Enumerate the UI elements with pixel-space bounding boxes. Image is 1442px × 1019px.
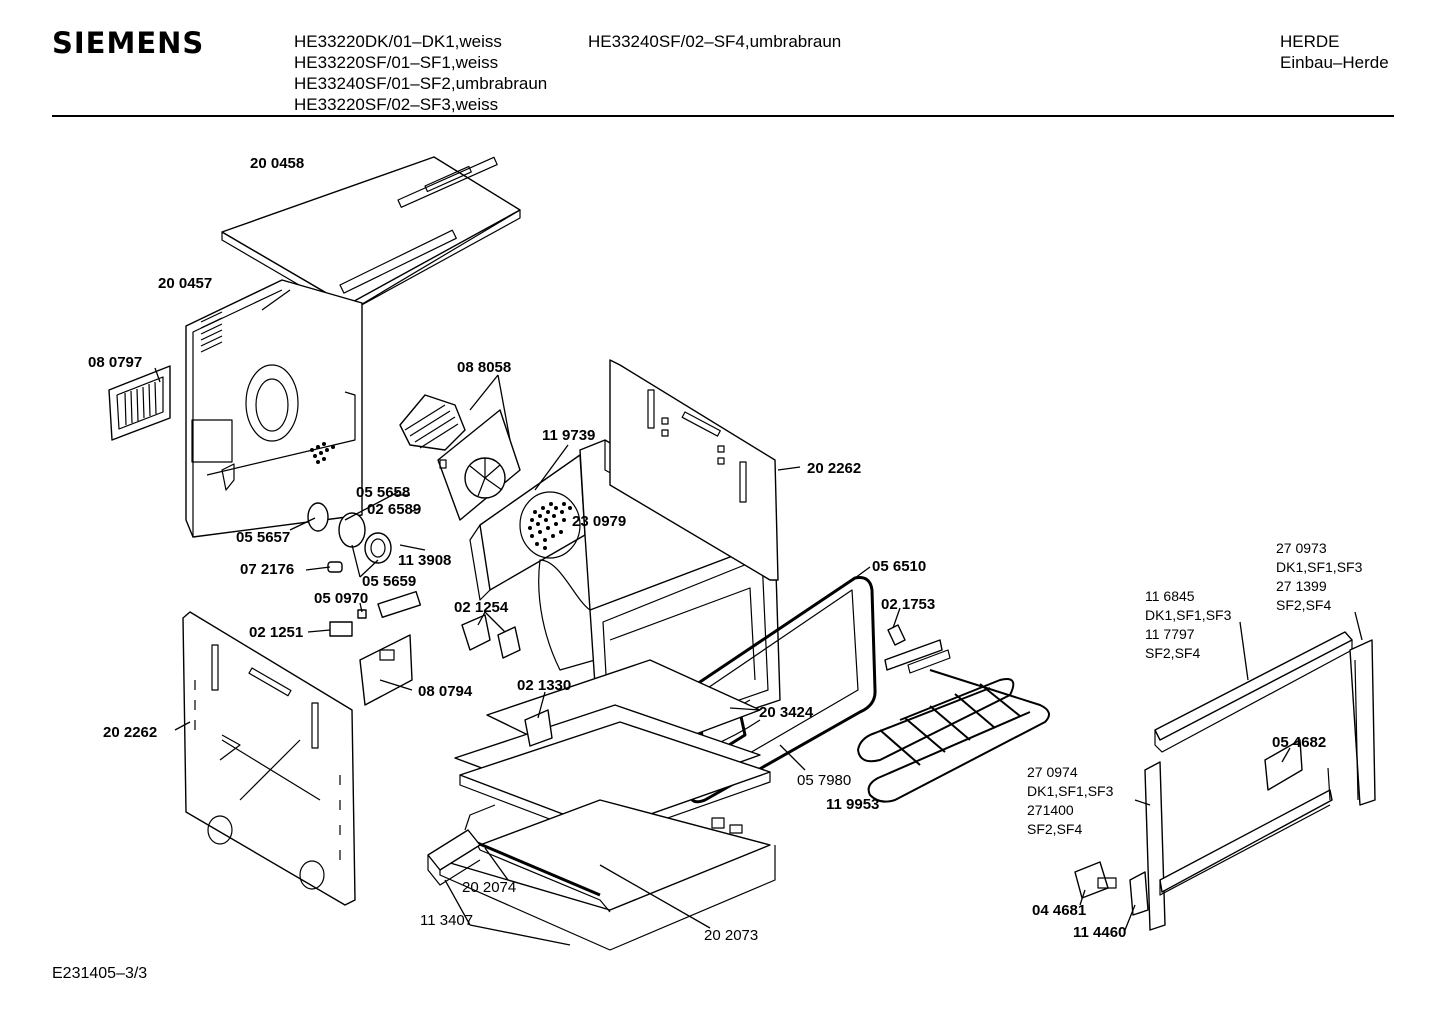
part-label: 02 1330 [517,677,571,694]
model-line: HE33240SF/02–SF4,umbrabraun [588,32,842,51]
part-label: 20 0457 [158,275,212,292]
note-line: DK1,SF1,SF3 [1027,783,1114,799]
model-line: HE33240SF/01–SF2,umbrabraun [294,74,548,93]
note-line: 27 0973 [1276,540,1327,556]
model-line: HE33220SF/01–SF1,weiss [294,53,499,72]
part-label: 11 3908 [398,552,451,569]
variant-note-1: 27 0973 DK1,SF1,SF3 27 1399 SF2,SF4 [1276,540,1363,613]
note-line: 271400 [1027,802,1074,818]
model-line: HE33220DK/01–DK1,weiss [294,32,502,51]
category-heading: HERDE Einbau–Herde [1280,31,1389,73]
part-label: 05 5659 [362,573,416,590]
document-code: E231405–3/3 [52,965,148,982]
category-line: Einbau–Herde [1280,53,1389,72]
leader-lines [154,289,1363,946]
part-label: 05 5658 [356,484,410,501]
part-label: 07 2176 [240,561,294,578]
part-label: 11 9953 [826,796,879,813]
part-label: 20 2262 [807,460,861,477]
tray-plates [454,659,771,841]
part-label: 05 5657 [236,529,290,546]
hinge-bracket [427,804,496,886]
variant-note-3: 27 0974 DK1,SF1,SF3 271400 SF2,SF4 [1027,764,1114,837]
part-label: 02 1753 [881,596,935,613]
part-label: 11 4460 [1073,924,1126,941]
door-frame-lower [1129,739,1333,931]
part-label: 05 0970 [314,590,368,607]
part-label: 11 3407 [420,912,473,929]
part-label: 02 1251 [249,624,303,641]
note-line: DK1,SF1,SF3 [1145,607,1232,623]
variant-note-2: 11 6845 DK1,SF1,SF3 11 7797 SF2,SF4 [1145,588,1232,661]
part-label: 08 0797 [88,354,142,371]
note-line: 27 0974 [1027,764,1078,780]
part-label: 20 2073 [704,927,758,944]
back-panel [185,279,363,538]
note-line: 11 6845 [1145,588,1195,604]
model-list-secondary: HE33240SF/02–SF4,umbrabraun [588,31,841,52]
part-label: 20 2262 [103,724,157,741]
small-components [329,590,943,747]
part-label: 02 6589 [367,501,421,518]
door-side-strip [1349,639,1376,806]
part-label: 20 3424 [759,704,814,721]
lamp-assembly [307,502,392,573]
part-label: 05 6510 [872,558,926,575]
model-list-primary: HE33220DK/01–DK1,weiss HE33220SF/01–SF1,… [294,31,547,115]
note-line: 11 7797 [1145,626,1195,642]
part-label: 08 0794 [418,683,473,700]
door-rail-upper [1154,631,1353,753]
note-line: SF2,SF4 [1027,821,1082,837]
connector-block [1074,861,1117,899]
vent-grille [108,365,171,441]
part-labels: 20 0458 20 0457 08 0797 08 8058 11 9739 … [88,155,1326,944]
part-label: 20 0458 [250,155,304,172]
fan-motor-assembly [399,394,521,521]
part-label: 20 2074 [462,879,516,896]
side-wall-right [609,359,779,581]
category-line: HERDE [1280,32,1340,51]
part-label: 23 0979 [572,513,626,530]
note-line: DK1,SF1,SF3 [1276,559,1363,575]
part-label: 04 4681 [1032,902,1086,919]
note-line: 27 1399 [1276,578,1327,594]
part-label: 02 1254 [454,599,509,616]
part-label: 08 8058 [457,359,511,376]
note-line: SF2,SF4 [1145,645,1200,661]
part-label: 05 4682 [1272,734,1326,751]
part-label: 05 7980 [797,772,851,789]
brand-logo: SIEMENS [52,26,205,60]
note-line: SF2,SF4 [1276,597,1331,613]
part-label: 11 9739 [542,427,595,444]
header-rule [52,115,1394,117]
model-line: HE33220SF/02–SF3,weiss [294,95,499,114]
heating-element [857,649,1050,803]
side-wall-left [182,611,356,906]
